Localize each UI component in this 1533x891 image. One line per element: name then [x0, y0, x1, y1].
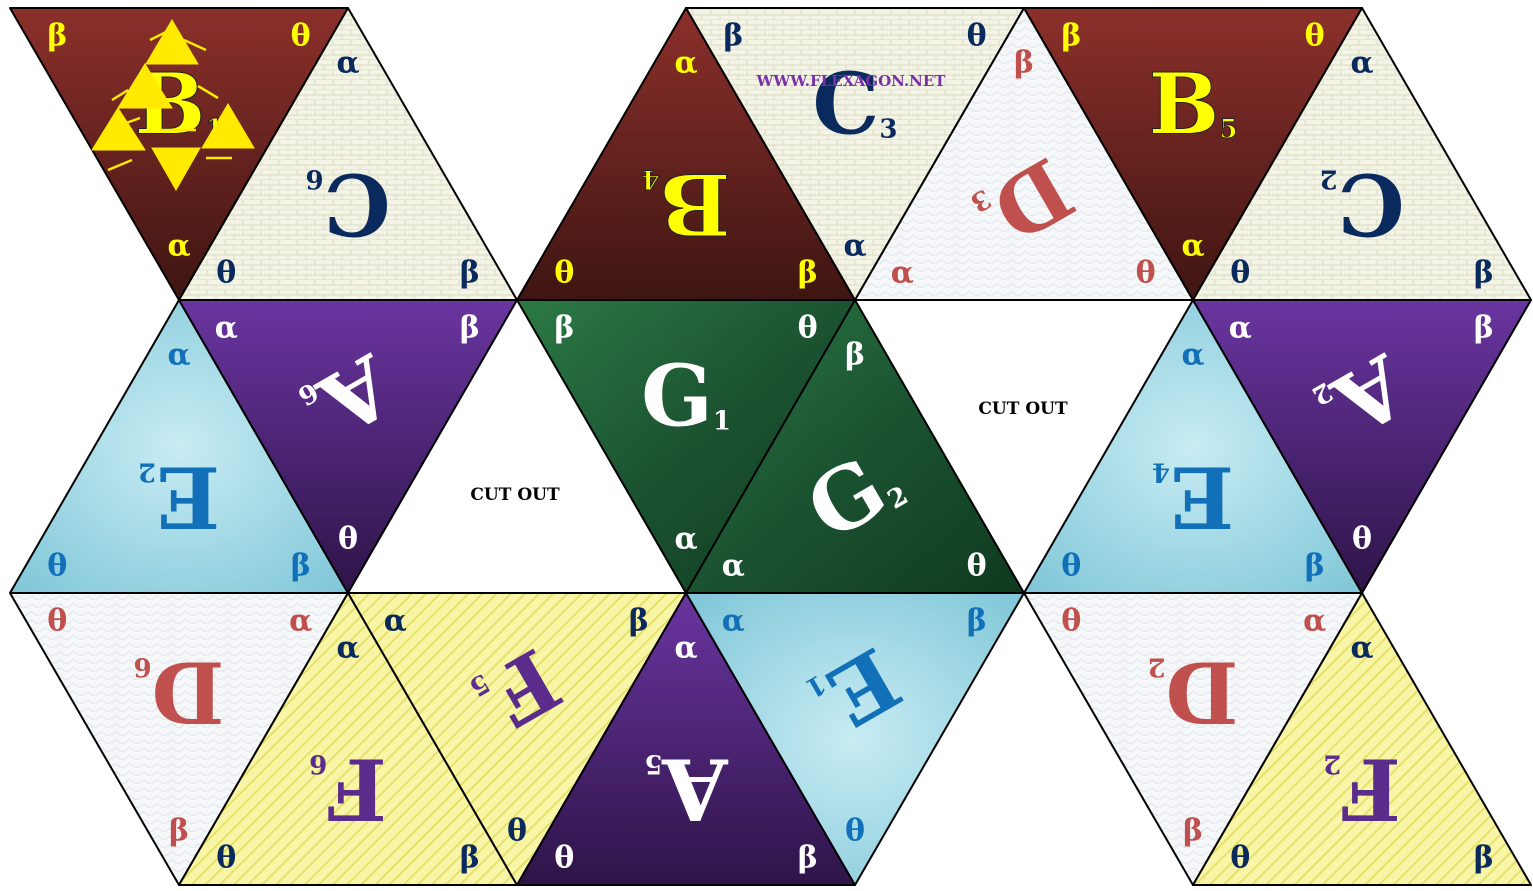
- corner-symbol-theta: θ: [554, 841, 574, 876]
- corner-symbol-alpha: α: [289, 603, 312, 638]
- corner-symbol-beta: β: [1183, 813, 1203, 848]
- corner-symbol-alpha: α: [215, 310, 238, 345]
- corner-symbol-beta: β: [460, 310, 480, 345]
- corner-symbol-alpha: α: [1181, 338, 1204, 373]
- corner-symbol-alpha: α: [384, 603, 407, 638]
- corner-symbol-beta: β: [798, 256, 818, 291]
- corner-symbol-alpha: α: [167, 228, 190, 263]
- corner-symbol-theta: θ: [967, 18, 987, 53]
- corner-symbol-theta: θ: [291, 18, 311, 53]
- corner-symbol-alpha: α: [843, 228, 866, 263]
- corner-symbol-beta: β: [554, 310, 574, 345]
- corner-symbol-beta: β: [1014, 46, 1034, 81]
- corner-symbol-alpha: α: [1303, 603, 1326, 638]
- corner-symbol-beta: β: [47, 18, 67, 53]
- corner-symbol-alpha: α: [674, 46, 697, 81]
- corner-symbol-beta: β: [1474, 841, 1494, 876]
- corner-symbol-beta: β: [967, 603, 987, 638]
- corner-symbol-beta: β: [460, 256, 480, 291]
- website-url: WWW.FLEXAGON.NET: [756, 72, 947, 90]
- corner-symbol-beta: β: [723, 18, 743, 53]
- corner-symbol-alpha: α: [674, 631, 697, 666]
- corner-symbol-theta: θ: [47, 549, 67, 584]
- corner-symbol-beta: β: [1474, 310, 1494, 345]
- corner-symbol-beta: β: [1061, 18, 1081, 53]
- corner-symbol-alpha: α: [167, 338, 190, 373]
- corner-symbol-alpha: α: [722, 603, 745, 638]
- corner-symbol-alpha: α: [1181, 228, 1204, 263]
- corner-symbol-beta: β: [845, 338, 865, 373]
- corner-symbol-theta: θ: [1230, 256, 1250, 291]
- corner-symbol-alpha: α: [336, 631, 359, 666]
- corner-symbol-beta: β: [1474, 256, 1494, 291]
- corner-symbol-theta: θ: [47, 603, 67, 638]
- corner-symbol-theta: θ: [216, 841, 236, 876]
- corner-symbol-theta: θ: [1136, 256, 1156, 291]
- corner-symbol-alpha: α: [674, 521, 697, 556]
- corner-symbol-theta: θ: [1305, 18, 1325, 53]
- corner-symbol-beta: β: [169, 813, 189, 848]
- corner-symbol-alpha: α: [1350, 46, 1373, 81]
- corner-symbol-theta: θ: [1061, 549, 1081, 584]
- corner-symbol-theta: θ: [967, 549, 987, 584]
- corner-symbol-beta: β: [460, 841, 480, 876]
- corner-symbol-theta: θ: [338, 521, 358, 556]
- corner-symbol-theta: θ: [507, 813, 527, 848]
- corner-symbol-theta: θ: [554, 256, 574, 291]
- corner-symbol-beta: β: [629, 603, 649, 638]
- corner-symbol-alpha: α: [336, 46, 359, 81]
- corner-symbol-alpha: α: [1350, 631, 1373, 666]
- corner-symbol-beta: β: [798, 841, 818, 876]
- corner-symbol-alpha: α: [722, 549, 745, 584]
- cut-out-label-left: CUT OUT: [470, 485, 560, 505]
- corner-symbol-beta: β: [1305, 549, 1325, 584]
- corner-symbol-alpha: α: [1229, 310, 1252, 345]
- corner-symbol-theta: θ: [798, 310, 818, 345]
- corner-symbol-theta: θ: [1352, 521, 1372, 556]
- cut-out-label-right: CUT OUT: [978, 399, 1068, 419]
- corner-symbol-theta: θ: [216, 256, 236, 291]
- corner-symbol-theta: θ: [1061, 603, 1081, 638]
- corner-symbol-alpha: α: [891, 256, 914, 291]
- corner-symbol-theta: θ: [1230, 841, 1250, 876]
- corner-symbol-beta: β: [291, 549, 311, 584]
- corner-symbol-theta: θ: [845, 813, 865, 848]
